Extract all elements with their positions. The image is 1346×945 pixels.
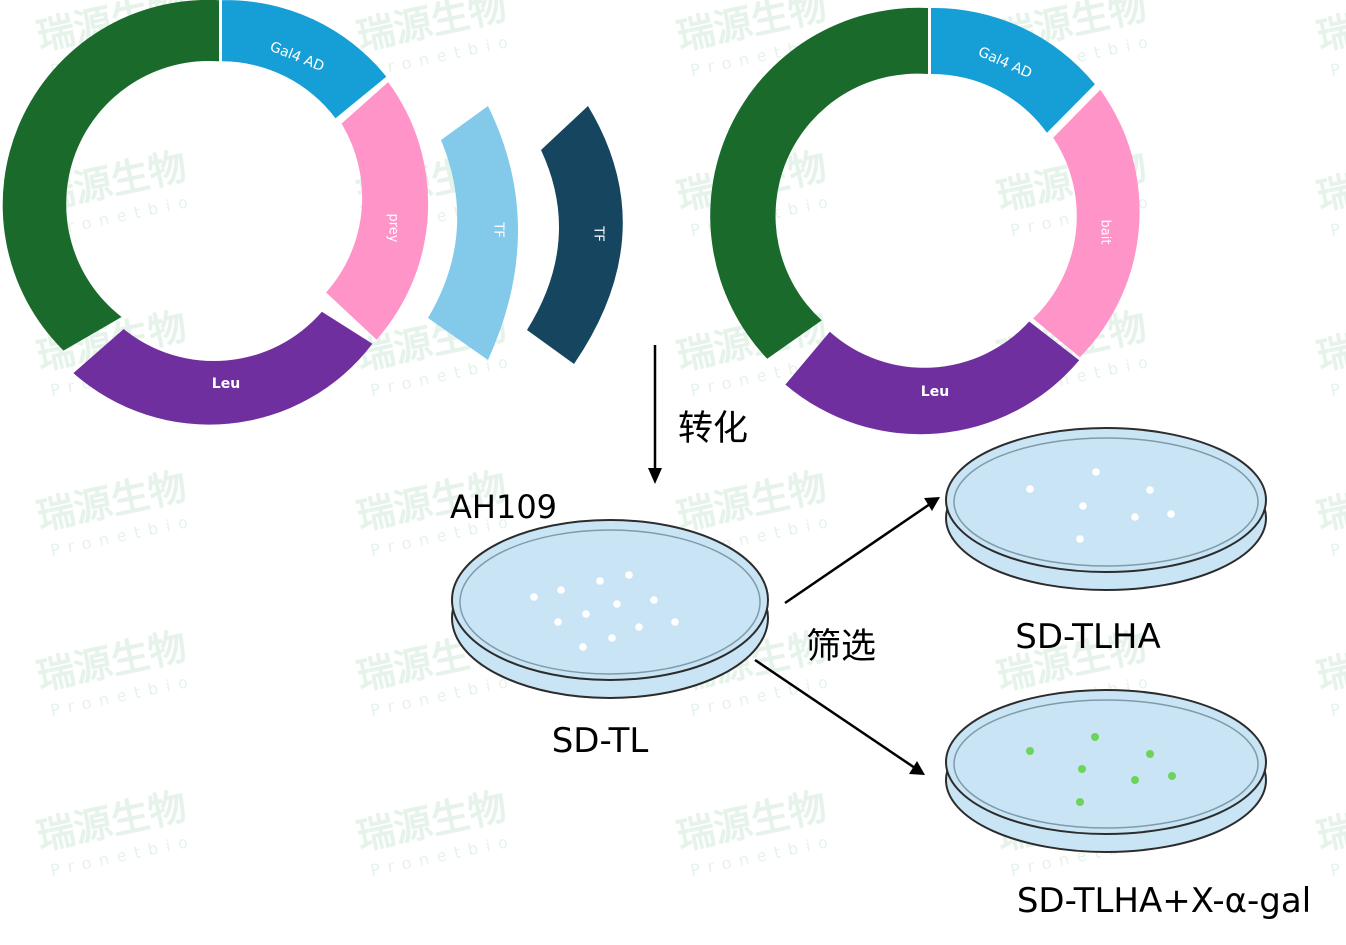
colony (1146, 750, 1154, 758)
gal4-ad-segment (222, 0, 387, 119)
bait-label: bait (1098, 220, 1113, 245)
colony (1079, 502, 1087, 510)
colony (1026, 747, 1034, 755)
plate-sd-tlha (945, 427, 1267, 591)
plasmid-left: Gal4 AD prey Leu (2, 0, 429, 425)
colony (1146, 486, 1154, 494)
colony (582, 610, 590, 618)
plasmid-right: Gal4 AD bait Leu (710, 7, 1140, 435)
prey-label: prey (386, 213, 401, 242)
plate-sd-tl (451, 519, 769, 699)
colony (1091, 733, 1099, 741)
colony (1092, 468, 1100, 476)
colony (554, 618, 562, 626)
arrow-to-top-plate (784, 497, 940, 605)
colony (635, 623, 643, 631)
strain-label: AH109 (450, 488, 557, 526)
screen-label: 筛选 (806, 627, 876, 667)
arrow-to-bottom-plate (754, 658, 925, 775)
colony (625, 571, 633, 579)
watermark-cn: 瑞源生物 (1313, 144, 1346, 219)
watermark-cn: 瑞源生物 (1313, 0, 1346, 59)
colony (1131, 513, 1139, 521)
transform-arrow (648, 345, 662, 484)
backbone-arc (2, 0, 219, 351)
plate-sd-tlha-xgal (945, 689, 1267, 853)
tf-dark-label: TF (591, 225, 606, 241)
bait-segment (1033, 89, 1140, 358)
leu-segment (785, 321, 1080, 435)
colony (1168, 772, 1176, 780)
transform-label: 转化 (678, 409, 748, 449)
colony (557, 586, 565, 594)
colony (650, 596, 658, 604)
colonies-white (1026, 468, 1175, 543)
gal4-ad-segment (931, 7, 1095, 133)
colonies-green (1026, 733, 1176, 806)
colony (613, 600, 621, 608)
tf-fragment-light: TF (428, 106, 518, 360)
colony (1167, 510, 1175, 518)
leu-segment (73, 311, 373, 425)
plate-sd-tl-label: SD-TL (552, 721, 649, 761)
colony (1026, 485, 1034, 493)
backbone-arc (710, 7, 928, 359)
watermark-cn: 瑞源生物 (1313, 304, 1346, 379)
colonies-white (530, 571, 679, 651)
colony (1131, 776, 1139, 784)
leu-label: Leu (212, 376, 240, 392)
colony (1078, 765, 1086, 773)
colony (1076, 798, 1084, 806)
colony (596, 577, 604, 585)
watermark-cn: 瑞源生物 (1313, 784, 1346, 859)
leu-label: Leu (921, 384, 949, 400)
plate-sd-tlha-xgal-label: SD-TLHA+X-α-gal (1017, 881, 1311, 921)
colony (530, 593, 538, 601)
tf-fragment-dark: TF (527, 106, 623, 364)
colony (671, 618, 679, 626)
colony (1076, 535, 1084, 543)
colony (608, 634, 616, 642)
colony (579, 643, 587, 651)
prey-segment (326, 82, 429, 340)
watermark-cn: 瑞源生物 (1313, 624, 1346, 699)
watermark-cn: 瑞源生物 (1313, 464, 1346, 539)
tf-light-label: TF (491, 221, 506, 237)
plate-sd-tlha-label: SD-TLHA (1015, 617, 1160, 657)
